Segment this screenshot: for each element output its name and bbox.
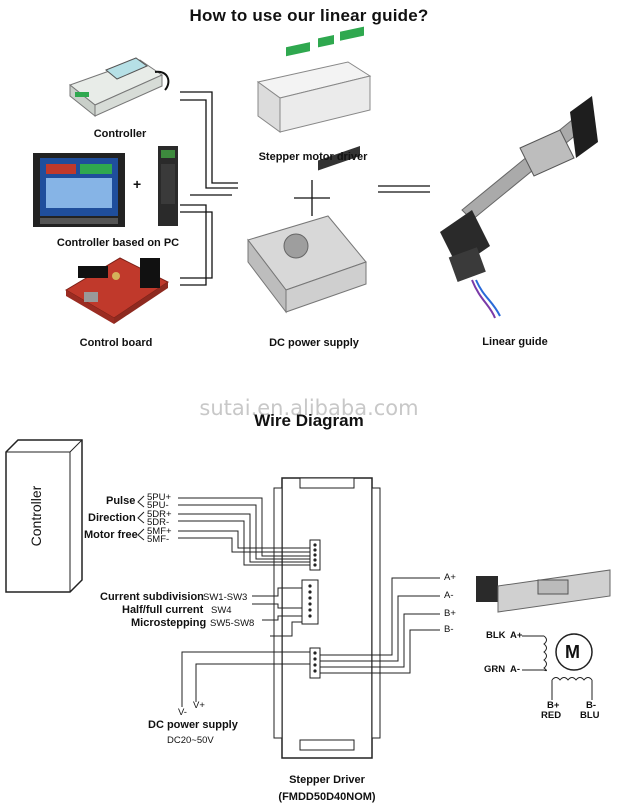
label-direction: Direction <box>88 512 136 524</box>
label-v-plus: V+ <box>193 700 205 711</box>
motor-b-minus: B- <box>586 700 597 711</box>
motor-blu: BLU <box>580 710 600 721</box>
terminal-dots <box>308 543 317 673</box>
label-stepper-driver-wire: Stepper Driver <box>289 774 365 786</box>
motor-a-plus: A+ <box>510 630 523 641</box>
motor-a-minus: A- <box>510 664 521 675</box>
motor-m-symbol: M <box>565 642 580 662</box>
motor-b-plus: B+ <box>547 700 560 711</box>
label-v-minus: V- <box>178 707 187 718</box>
motor-schematic <box>522 633 593 700</box>
motor-grn: GRN <box>484 664 506 675</box>
pc-controller-image <box>33 146 178 227</box>
pin-label: 5PU- <box>147 500 169 511</box>
output-label: A+ <box>444 572 456 583</box>
label-sw4: SW4 <box>211 605 232 616</box>
motor-red: RED <box>541 710 562 721</box>
output-label: A- <box>444 590 454 601</box>
pin-label: 5DR- <box>147 517 170 528</box>
label-wire-dc-power: DC power supply <box>148 719 238 731</box>
pin-label: 5MF+ <box>147 526 172 537</box>
controller-box-label: Controller <box>28 485 44 547</box>
control-board-image <box>65 257 169 324</box>
label-pulse: Pulse <box>106 495 136 507</box>
output-label: B+ <box>444 608 456 619</box>
controller-box <box>5 439 83 593</box>
pin-label: 5MF- <box>147 534 170 545</box>
label-current-subdivision: Current subdivision <box>100 591 204 603</box>
pin-label: 5PU+ <box>147 492 172 503</box>
linear-guide-image <box>440 96 598 319</box>
motor-blk: BLK <box>486 630 506 641</box>
plus-sign-small: + <box>133 176 142 192</box>
label-sw1: SW1-SW3 <box>203 592 248 603</box>
label-dc-power: DC power supply <box>269 337 359 349</box>
output-label: B- <box>444 624 454 635</box>
watermark: sutai.en.alibaba.com <box>199 396 419 420</box>
label-voltage: DC20~50V <box>167 735 214 746</box>
stepper-driver-image <box>256 26 372 133</box>
label-sw5: SW5-SW8 <box>210 618 255 629</box>
top-connector-lines <box>180 91 430 286</box>
label-controller: Controller <box>93 128 147 140</box>
label-microstepping: Microstepping <box>131 617 207 629</box>
dc-power-supply-image <box>247 146 367 314</box>
label-controller-pc: Controller based on PC <box>56 237 180 249</box>
label-motor-free: Motor free <box>84 529 138 541</box>
wire-diagram-title: Wire Diagram <box>254 411 364 430</box>
label-control-board: Control board <box>79 337 153 349</box>
label-half-full: Half/full current <box>122 604 204 616</box>
small-linear-guide <box>476 569 611 613</box>
label-driver-model: (FMDD50D40NOM) <box>278 791 376 803</box>
label-linear-guide: Linear guide <box>482 336 548 348</box>
stepper-driver-box <box>273 477 381 759</box>
top-title: How to use our linear guide? <box>189 6 429 25</box>
controller-image <box>68 57 170 118</box>
pin-label: 5DR+ <box>147 509 172 520</box>
label-stepper-driver: Stepper motor driver <box>258 151 368 163</box>
signal-wires <box>137 495 440 707</box>
